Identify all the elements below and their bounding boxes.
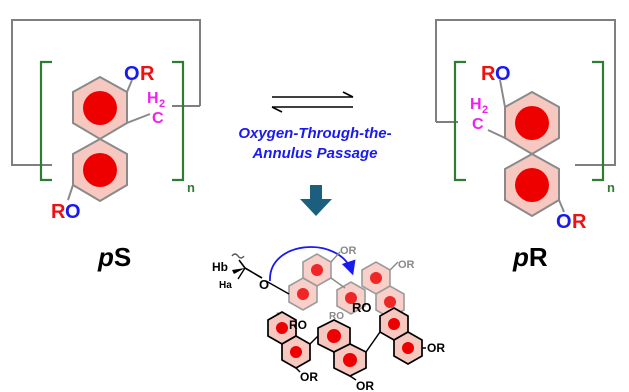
ps-or-r: R (140, 63, 155, 85)
ro-label-4: RO (329, 311, 344, 322)
ro-label-7: OR (427, 341, 445, 355)
ps-structure: O R H 2 C n R O pS (11, 19, 201, 272)
ps-name: pS (97, 242, 131, 272)
ether-oxygen: O (259, 277, 269, 292)
ps-right-bracket (172, 60, 185, 182)
ro-label-1: OR (340, 245, 357, 257)
pr-bond-ro (499, 79, 506, 108)
hb-label: Hb (212, 260, 228, 274)
pr-h2: H (470, 96, 482, 113)
ps-macrocycle-frame (11, 19, 201, 166)
ha-label: Ha (219, 280, 232, 291)
ps-h2: H (147, 90, 159, 107)
ps-ring-bottom-dot (83, 153, 117, 187)
ps-n: n (187, 180, 195, 195)
ps-ro-r: R (51, 201, 66, 223)
pr-ring-top-dot (515, 106, 549, 140)
passage-arrow (269, 246, 356, 282)
pr-bond-ch2 (487, 129, 506, 139)
pr-c: C (472, 116, 484, 133)
ro-label-5: RO (289, 318, 307, 332)
ro-label-3: RO (352, 300, 372, 315)
ps-c: C (152, 110, 164, 127)
ps-ro-o: O (65, 201, 81, 223)
ps-bond-ch2 (126, 113, 151, 124)
ps-ring-top-dot (83, 91, 117, 125)
pr-or-r: R (572, 211, 587, 233)
pr-ro-r: R (481, 63, 496, 85)
ro-label-8: OR (356, 379, 374, 392)
caption-line-1: Oxygen-Through-the- (238, 125, 391, 142)
pr-bond-or (558, 199, 565, 213)
pr-ro-o: O (495, 63, 511, 85)
caption-line-2: Annulus Passage (251, 145, 377, 162)
wavy-bond (231, 253, 245, 259)
pr-structure: R O H 2 C n O R pR (435, 19, 616, 272)
ps-or-o: O (124, 63, 140, 85)
pr-h2-sub: 2 (482, 104, 488, 116)
ro-label-6: OR (300, 370, 318, 384)
ps-bond-or (126, 79, 133, 93)
ro-label-2: OR (398, 259, 415, 271)
conformer-sketch: Hb Ha O OR OR RO RO R (212, 245, 445, 392)
pr-name: pR (512, 242, 548, 272)
ps-bond-ro (67, 184, 74, 201)
ps-left-bracket (39, 60, 52, 182)
down-arrow-icon (300, 185, 332, 216)
equilibrium-arrows (271, 91, 354, 113)
pr-ring-bottom-dot (515, 168, 549, 202)
pr-or-o: O (556, 211, 572, 233)
ps-h2-sub: 2 (159, 98, 165, 110)
pr-right-bracket (592, 60, 605, 182)
pr-macrocycle-frame (435, 19, 616, 166)
pr-n: n (607, 180, 615, 195)
pr-left-bracket (453, 60, 466, 182)
